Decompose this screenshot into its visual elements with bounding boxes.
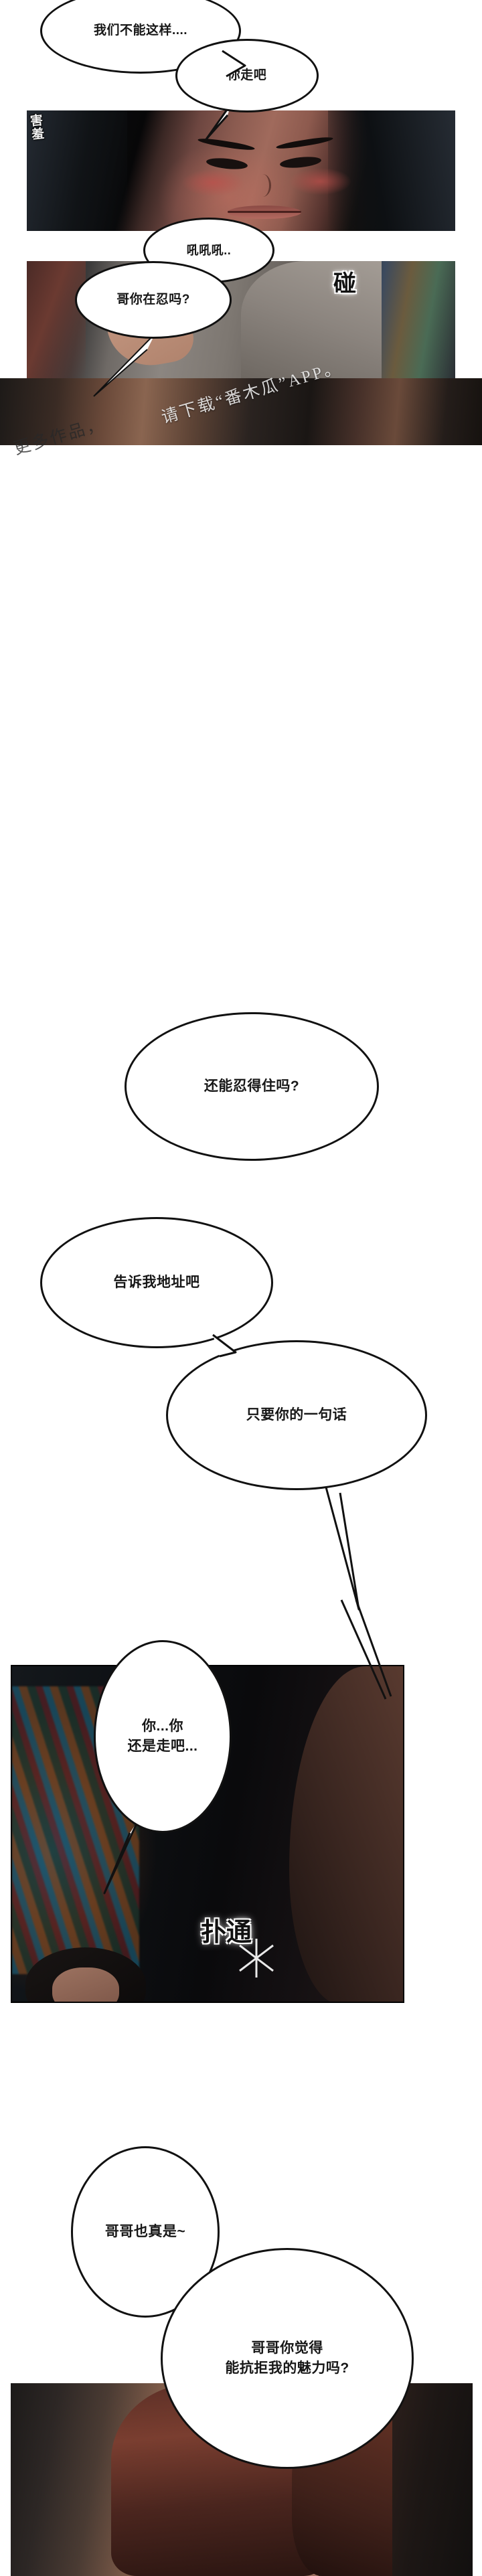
panel-1-nose [254,174,271,197]
speech-bubble-7-tail [324,1484,360,1611]
panel-2-shoulder [241,261,382,378]
speech-bubble-1[interactable]: 我们不能这样.... [40,0,241,74]
speech-bubble-5[interactable]: 还能忍得住吗? [125,1012,379,1161]
comic-panel-3 [0,378,482,445]
panel-1-lip-line [228,211,301,213]
speech-bubble-1-tail-outline [222,50,246,78]
speech-bubble-9[interactable]: 哥哥也真是~ [71,2146,220,2318]
panel-1-hair-right [328,110,455,231]
speech-bubble-6-tail [212,1334,237,1358]
speech-bubble-8-text: 你...你 还是走吧... [127,1718,198,1754]
panel-1-blush-right [289,168,351,195]
sfx-peng: 碰 [333,271,356,297]
speech-bubble-4[interactable]: 哥你在忍吗? [75,261,232,339]
speech-bubble-4-text: 哥你在忍吗? [116,293,190,307]
panel-1-hair-left [27,110,127,231]
speech-bubble-2-text: 你走吧 [227,68,267,83]
speech-bubble-3-text: 吼吼吼.. [186,243,232,257]
panel-4-pointer-lines [340,1599,392,1700]
speech-bubble-9-text: 哥哥也真是~ [104,2223,186,2239]
panel-1-blush-left [182,169,244,196]
speech-bubble-4-tail [93,333,156,397]
speech-bubble-7-text: 只要你的一句话 [246,1406,347,1423]
panel-3-background [0,378,482,445]
speech-bubble-6-text: 告诉我地址吧 [113,1274,200,1290]
sparkle-icon [239,1939,274,1978]
speech-bubble-10-text: 哥哥你觉得 能抗拒我的魅力吗? [225,2340,349,2376]
comic-panel-1 [27,110,455,231]
speech-bubble-10[interactable]: 哥哥你觉得 能抗拒我的魅力吗? [161,2248,414,2469]
panel-4-face [52,1967,119,2002]
speech-bubble-5-text: 还能忍得住吗? [204,1078,300,1094]
speech-bubble-8-tail [103,1820,139,1895]
speech-bubble-7[interactable]: 只要你的一句话 [166,1340,427,1490]
speech-bubble-2[interactable]: 你走吧 [175,39,319,112]
sfx-putong: 扑通 [201,1919,252,1947]
sfx-haixiu: 害羞 [27,112,45,141]
speech-bubble-6[interactable]: 告诉我地址吧 [40,1217,273,1348]
panel-2-hair [27,261,86,378]
speech-bubble-1-text: 我们不能这样.... [93,23,188,38]
speech-bubble-8[interactable]: 你...你 还是走吧... [94,1640,232,1833]
speech-bubble-2-tail [205,102,233,141]
